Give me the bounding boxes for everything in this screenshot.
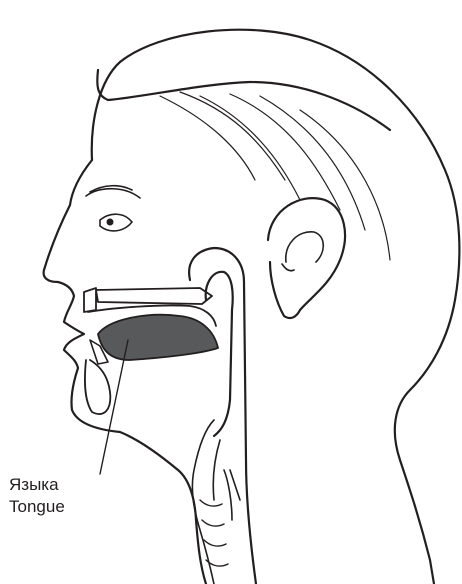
eye	[100, 214, 132, 231]
jaw-lower	[85, 360, 110, 414]
tongue-label-ru: Языка	[9, 474, 65, 496]
pharynx-inner	[206, 272, 233, 436]
pharynx-wall	[189, 248, 256, 584]
hair-strand	[160, 92, 390, 260]
tongue	[98, 315, 218, 360]
pupil	[107, 219, 114, 226]
trachea-rings	[200, 500, 228, 566]
nasal-cavity	[84, 288, 212, 312]
label-leader-line	[100, 340, 128, 474]
ear	[268, 198, 345, 318]
tongue-label: Языка Tongue	[9, 474, 65, 518]
ear-inner	[282, 232, 323, 271]
eyebrow	[86, 186, 140, 198]
tongue-label-en: Tongue	[9, 496, 65, 518]
face-profile	[44, 160, 206, 584]
